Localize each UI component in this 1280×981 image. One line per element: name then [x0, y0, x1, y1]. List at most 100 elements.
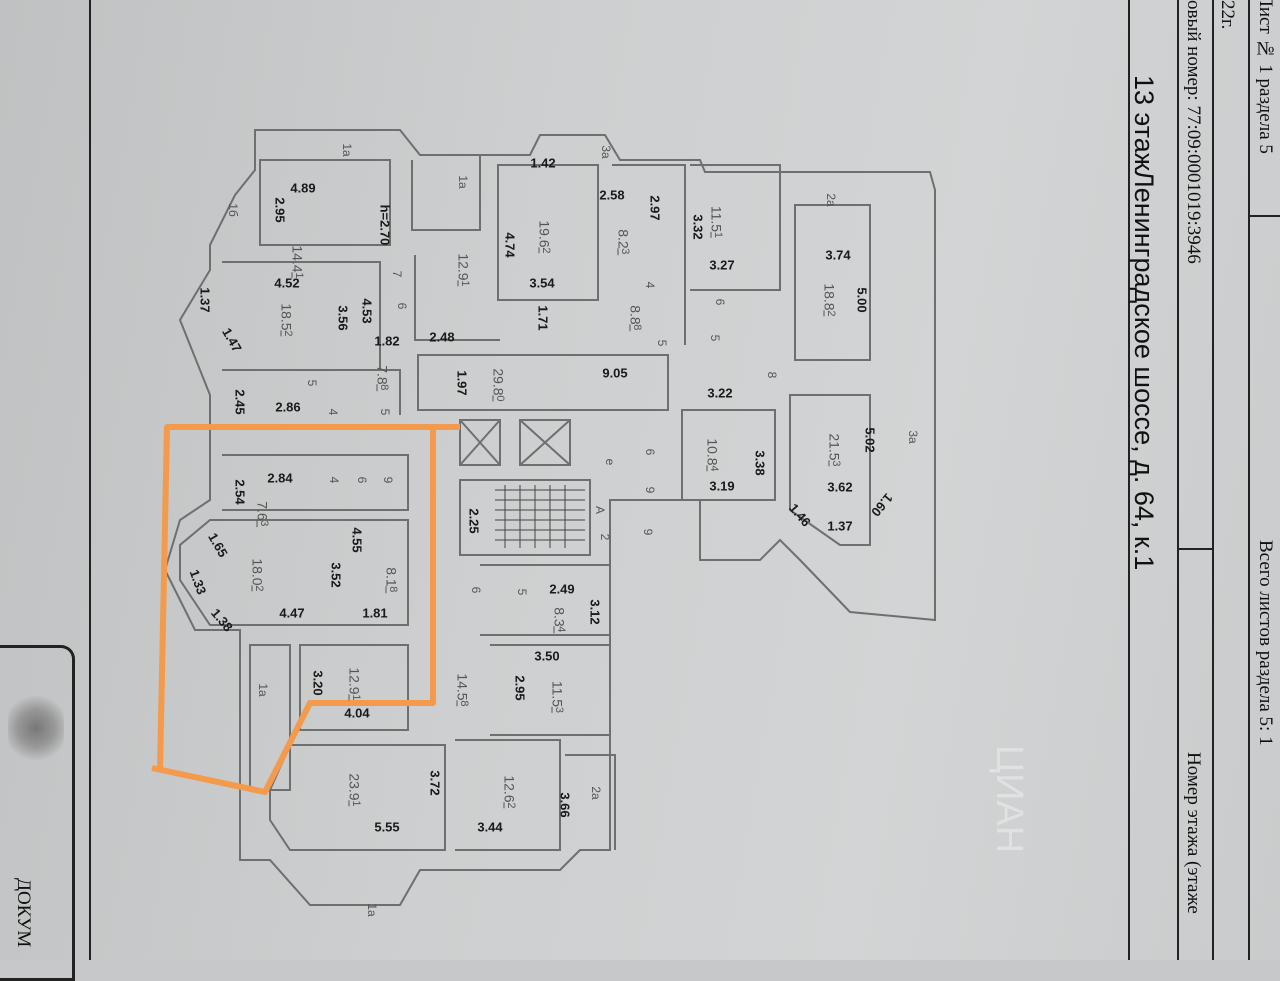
- room-number: 6: [395, 302, 409, 310]
- dimension-label: 2.45: [232, 389, 248, 415]
- dimension-label: 4.55: [349, 527, 365, 553]
- room-number: e: [603, 458, 617, 466]
- dimension-label: 3.72: [427, 770, 443, 796]
- floor-number-label: Номер этажа (этаже: [1183, 752, 1204, 914]
- dimension-label: 2.25: [466, 508, 482, 534]
- dimension-label: 2.48: [429, 329, 455, 345]
- balcony-label: 3а: [599, 145, 613, 159]
- dimension-label: 3.62: [827, 479, 853, 495]
- balcony-label: 1а: [340, 143, 354, 157]
- dimension-label: 2.86: [275, 399, 301, 415]
- dimension-label: 4.04: [344, 705, 370, 721]
- room-number: 2: [598, 533, 612, 541]
- room-number: 6: [469, 586, 483, 594]
- dimension-label: 1.42: [530, 155, 556, 171]
- dimension-label: 3.44: [477, 819, 503, 835]
- room-number: 7: [390, 270, 404, 278]
- dimension-label: 3.38: [752, 450, 768, 476]
- frame-line: [1177, 548, 1213, 550]
- dimension-label: 3.32: [690, 214, 706, 240]
- room-number: A: [593, 505, 607, 515]
- dimension-label: 2.84: [267, 470, 293, 486]
- frame-line: [1128, 0, 1130, 960]
- room-number: 8: [765, 371, 779, 379]
- dimension-label: 3.54: [529, 275, 555, 291]
- coat-of-arms-emblem: [8, 690, 64, 766]
- apartment-highlight-outline: [151, 424, 460, 795]
- cadastral-number: овый номер: 77:09:0001019:3946: [1183, 0, 1204, 264]
- dimension-label: 5.00: [854, 287, 870, 313]
- room-number: 9: [641, 528, 655, 536]
- dimension-label: 3.12: [587, 599, 603, 625]
- room-number: 9: [643, 486, 657, 494]
- dimension-label: 3.56: [335, 305, 351, 331]
- dimension-label: 3.50: [534, 648, 560, 664]
- dimension-label: 5.55: [374, 819, 400, 835]
- year-fragment: 22г.: [1217, 0, 1238, 30]
- room-number: 6: [355, 476, 369, 484]
- dimension-label: 3.74: [825, 247, 851, 263]
- dimension-label: 3.20: [310, 670, 326, 696]
- dimension-label: 2.95: [512, 675, 528, 701]
- frame-line: [89, 0, 91, 960]
- dimension-label: 9.05: [602, 365, 628, 381]
- dimension-label: 1.82: [374, 333, 400, 349]
- document-fragment: ДОКУМ: [13, 878, 34, 948]
- frame-line: [1212, 0, 1214, 960]
- balcony-label: 2а: [589, 786, 603, 800]
- floor-plan-drawing: [151, 129, 936, 906]
- balcony-label: 1а: [456, 175, 470, 189]
- total-sheets: Всего листов раздела 5: 1: [1255, 540, 1276, 746]
- room-number: 5: [305, 379, 319, 387]
- balcony-label: 1а: [365, 903, 379, 917]
- room-number: 4: [327, 476, 341, 484]
- room-number: 5: [515, 588, 529, 596]
- frame-line: [1248, 0, 1250, 960]
- dimension-label: 3.22: [707, 385, 733, 401]
- dimension-label: 2.97: [647, 195, 663, 221]
- height-note: h=2.70: [377, 204, 393, 246]
- dimension-label: 2.58: [599, 187, 625, 203]
- frame-line: [1248, 215, 1280, 217]
- dimension-label: 2.49: [549, 581, 575, 597]
- dimension-label: 1.37: [197, 287, 213, 313]
- dimension-label: 2.95: [272, 197, 288, 223]
- dimension-label: 4.53: [359, 298, 375, 324]
- floor-title: 13 этаж: [1129, 75, 1159, 171]
- dimension-label: 1.37: [827, 518, 853, 534]
- room-number: 4: [643, 281, 657, 289]
- dimension-label: 5.02: [862, 427, 878, 453]
- sheet-number: Лист № 1 раздела 5: [1255, 0, 1276, 154]
- balcony-label: 1б: [226, 203, 240, 217]
- dimension-label: 3.27: [709, 257, 735, 273]
- room-number: 4: [326, 408, 340, 416]
- dimension-label: 4.89: [290, 180, 316, 196]
- dimension-label: 4.47: [279, 605, 305, 621]
- room-number: 6: [713, 298, 727, 306]
- room-number: 5: [655, 339, 669, 347]
- balcony-label: 2а: [824, 193, 838, 207]
- room-number: 5: [708, 334, 722, 342]
- balcony-label: 3а: [906, 430, 920, 444]
- dimension-label: 3.66: [557, 792, 573, 818]
- dimension-label: 4.74: [502, 232, 518, 258]
- dimension-label: 1.81: [362, 605, 388, 621]
